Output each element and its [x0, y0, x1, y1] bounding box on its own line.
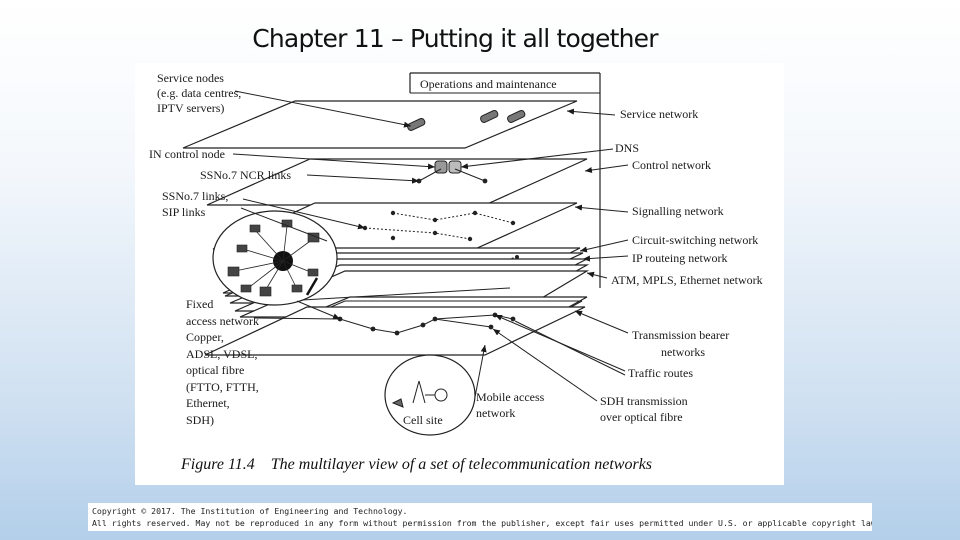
transmission-bearer-label-1: Transmission bearer	[632, 328, 729, 342]
service-node	[480, 109, 499, 123]
slide-title: Chapter 11 – Putting it all together	[252, 24, 658, 53]
telephone-icon	[236, 244, 248, 253]
service-nodes-label-1: Service nodes	[157, 71, 224, 85]
transmission-bearer-label-2: networks	[661, 345, 705, 359]
computer-icon	[259, 286, 272, 297]
computer-icon	[227, 266, 240, 277]
copyright-line-1: Copyright © 2017. The Institution of Eng…	[92, 506, 408, 516]
ssno7-sip-label-1: SSNo.7 links,	[162, 189, 228, 203]
operations-maintenance-frame: Operations and maintenance	[409, 72, 601, 288]
atm-mpls-ethernet-label: ATM, MPLS, Ethernet network	[611, 273, 763, 287]
fixed-access-network	[212, 210, 338, 306]
telephone-icon	[291, 284, 303, 293]
fixed-access-label-7: Ethernet,	[186, 396, 230, 410]
service-nodes-label-2: (e.g. data centres,	[157, 86, 241, 100]
fixed-access-label-1: Fixed	[186, 297, 213, 311]
sdh-plane	[204, 306, 586, 356]
service-node	[407, 117, 426, 131]
multilayer-diagram: Operations and maintenance	[149, 71, 763, 473]
fixed-access-label-6: (FTTO, FTTH,	[186, 380, 259, 394]
signalling-network-label: Signalling network	[632, 204, 724, 218]
service-network-plane	[182, 100, 578, 149]
fixed-access-label-4: ADSL, VDSL,	[186, 347, 257, 361]
left-labels: Service nodes (e.g. data centres, IPTV s…	[149, 71, 545, 427]
telephone-icon	[240, 284, 252, 293]
circuit-switching-label: Circuit-switching network	[632, 233, 758, 247]
control-network-label: Control network	[632, 158, 711, 172]
mobile-access-label-2: network	[476, 406, 515, 420]
fixed-access-label-3: Copper,	[186, 330, 224, 344]
mobile-handset-icon	[391, 398, 404, 408]
figure-caption: Figure 11.4 The multilayer view of a set…	[180, 456, 652, 473]
ssno7-sip-label-2: SIP links	[162, 205, 206, 219]
sdh-transmission-label-2: over optical fibre	[600, 410, 683, 424]
service-node	[507, 109, 526, 123]
dns-label: DNS	[615, 141, 639, 155]
fixed-access-label-5: optical fibre	[186, 363, 244, 377]
service-network-label: Service network	[620, 107, 698, 121]
right-labels: Service network DNS Control network Sign…	[600, 107, 763, 424]
mobile-access-label-1: Mobile access	[476, 390, 545, 404]
cell-site-label: Cell site	[403, 413, 443, 427]
network-layers-figure: Operations and maintenance	[135, 63, 784, 485]
fixed-access-label-2: access network	[186, 314, 259, 328]
ip-routeing-label: IP routeing network	[632, 251, 728, 265]
copyright-line-2: All rights reserved. May not be reproduc…	[92, 518, 872, 528]
mobile-access-network: Cell site	[384, 354, 476, 436]
fixed-access-label-8: SDH)	[186, 413, 214, 427]
sdh-transmission-label-1: SDH transmission	[600, 394, 688, 408]
telephone-icon	[307, 268, 319, 277]
in-control-node-label: IN control node	[149, 147, 225, 161]
service-nodes-label-3: IPTV servers)	[157, 101, 224, 115]
operations-maintenance-label: Operations and maintenance	[420, 77, 557, 91]
traffic-routes-label: Traffic routes	[628, 366, 693, 380]
telephone-icon	[249, 224, 261, 233]
copyright-notice: Copyright © 2017. The Institution of Eng…	[88, 503, 872, 531]
cell-tower-icon	[418, 380, 426, 404]
control-network-plane	[206, 158, 588, 206]
ssno7-ncr-label: SSNo.7 NCR links	[200, 168, 291, 182]
